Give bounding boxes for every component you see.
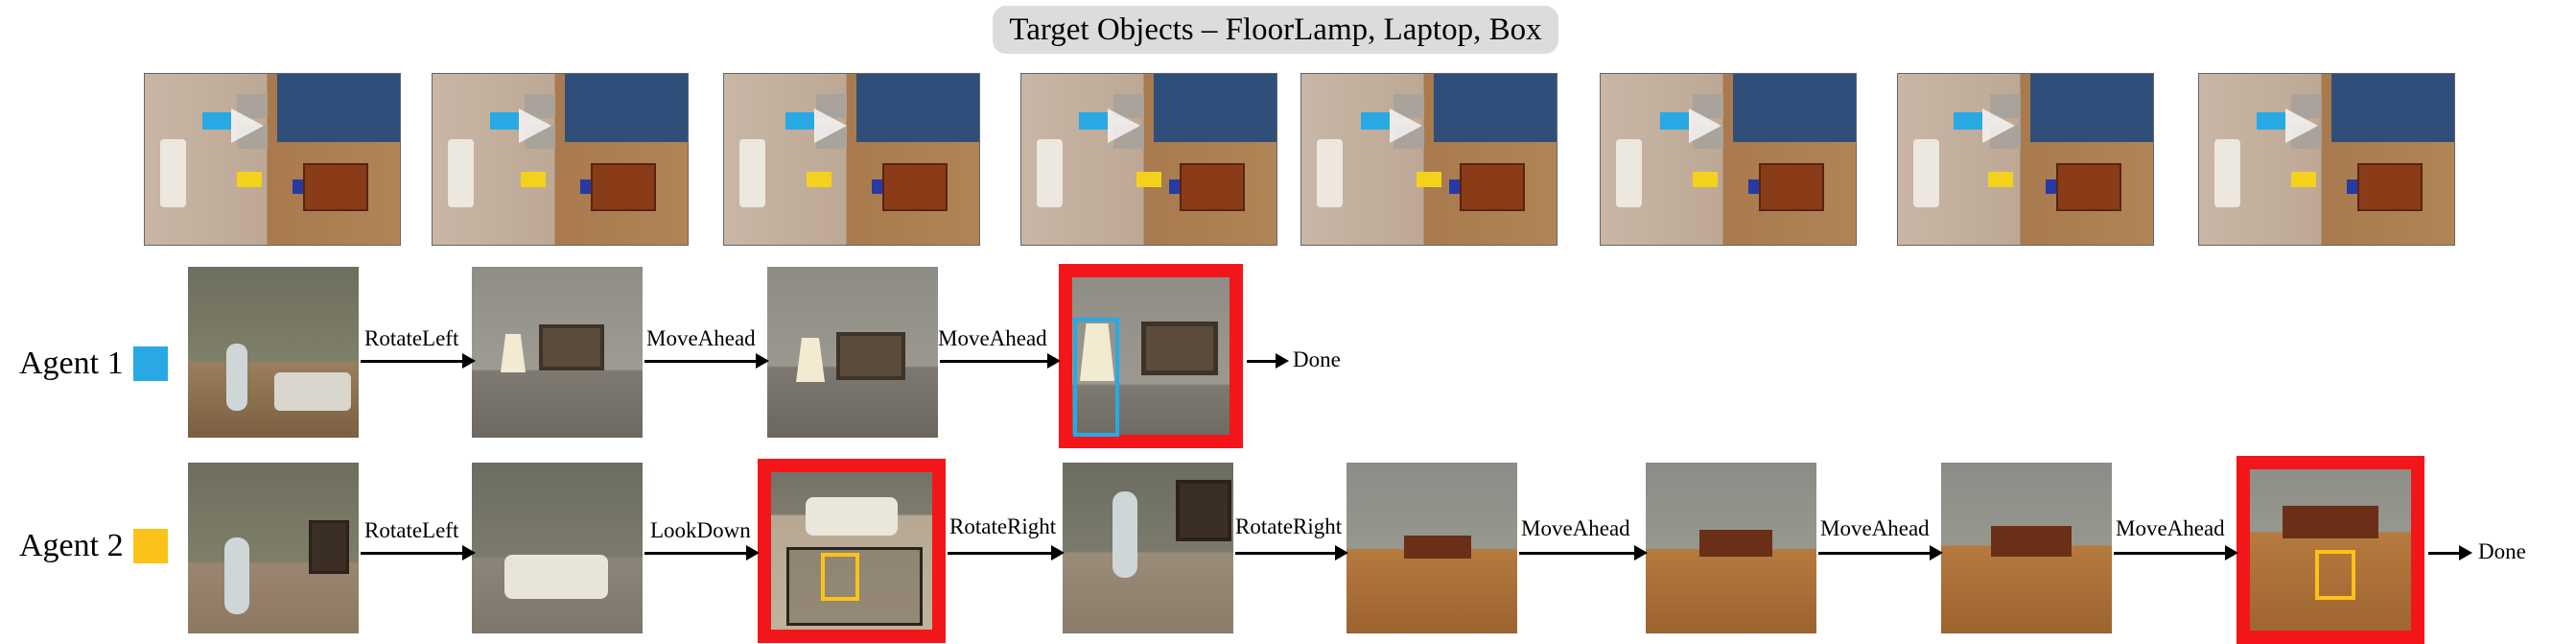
agent-2-arrow-7-head (2225, 545, 2238, 561)
agent-2-arrow-3-head (1051, 545, 1065, 561)
agent-2-arrow-5-head (1634, 545, 1648, 561)
agent-1-frame-4-success (1059, 264, 1243, 448)
agent-2-action-1: RotateLeft (364, 518, 459, 542)
agent-1-arrow-3-head (1047, 353, 1061, 369)
agent-1-arrow-2 (644, 360, 758, 363)
agent-2-arrow-5 (1519, 552, 1636, 555)
agent-1-arrow-done (1247, 360, 1277, 363)
agent-2-frame-7 (1941, 463, 2112, 633)
agent-2-arrow-4-head (1335, 545, 1348, 561)
agent-2-frame-4 (1063, 463, 1233, 633)
agent-2-frame-8-success (2236, 456, 2424, 644)
agent-2-arrow-2-head (746, 545, 760, 561)
agent-1-arrow-1 (361, 360, 464, 363)
agent-2-label-group: Agent 2 (19, 528, 168, 564)
agent-2-arrow-done-head (2459, 545, 2472, 561)
top-down-view-7 (1897, 73, 2154, 246)
top-down-view-4 (1020, 73, 1277, 246)
agent-2-arrow-1-head (462, 545, 476, 561)
agent-2-arrow-2 (644, 552, 748, 555)
agent-2-action-7: MoveAhead (2116, 516, 2225, 540)
agent-2-frame-3-success (758, 459, 946, 643)
top-down-view-3 (723, 73, 980, 246)
agent-1-label: Agent 1 (19, 346, 124, 381)
top-down-view-5 (1300, 73, 1557, 246)
agent-1-arrow-3 (940, 360, 1049, 363)
agent-2-arrow-1 (361, 552, 464, 555)
top-down-view-2 (432, 73, 689, 246)
agent-1-frame-1 (188, 267, 359, 438)
agent-2-box-bbox-1 (821, 553, 859, 601)
agent-2-arrow-done (2428, 552, 2461, 555)
agent-1-label-group: Agent 1 (19, 346, 168, 382)
target-objects-title: Target Objects – FloorLamp, Laptop, Box (993, 6, 1558, 54)
agent-1-arrow-2-head (756, 353, 769, 369)
agent-1-frame-2 (472, 267, 643, 438)
agent-1-action-2: MoveAhead (646, 326, 756, 350)
agent-2-arrow-3 (948, 552, 1053, 555)
agent-1-success-highlight (1059, 264, 1243, 448)
agent-2-arrow-4 (1235, 552, 1337, 555)
agent-2-frame-5 (1347, 463, 1517, 633)
agent-2-done: Done (2478, 539, 2526, 563)
agent-2-frame-2 (472, 463, 643, 633)
agent-1-done: Done (1293, 347, 1341, 371)
agent-1-frame-3 (767, 267, 938, 438)
top-down-view-6 (1600, 73, 1857, 246)
agent-1-action-1: RotateLeft (364, 326, 459, 350)
agent-1-action-3: MoveAhead (938, 326, 1047, 350)
agent-2-box-bbox-2 (2315, 550, 2355, 600)
agent-1-color-swatch (132, 346, 168, 381)
agent-2-action-5: MoveAhead (1521, 516, 1630, 540)
top-down-view-8 (2198, 73, 2455, 246)
agent-1-arrow-done-head (1276, 353, 1289, 369)
agent-2-color-swatch (132, 529, 168, 563)
agent-2-action-3: RotateRight (949, 514, 1057, 538)
agent-2-action-6: MoveAhead (1820, 516, 1930, 540)
agent-2-arrow-6 (1818, 552, 1932, 555)
agent-2-arrow-7 (2114, 552, 2227, 555)
agent-1-floorlamp-bbox (1073, 318, 1119, 437)
agent-2-action-4: RotateRight (1235, 514, 1343, 538)
agent-2-success-highlight-1 (758, 459, 946, 643)
top-down-view-1 (144, 73, 401, 246)
agent-2-frame-1 (188, 463, 359, 633)
agent-2-frame-6 (1646, 463, 1816, 633)
agent-2-arrow-6-head (1930, 545, 1943, 561)
agent-2-action-2: LookDown (650, 518, 751, 542)
agent-2-label: Agent 2 (19, 528, 124, 563)
agent-1-arrow-1-head (462, 353, 476, 369)
